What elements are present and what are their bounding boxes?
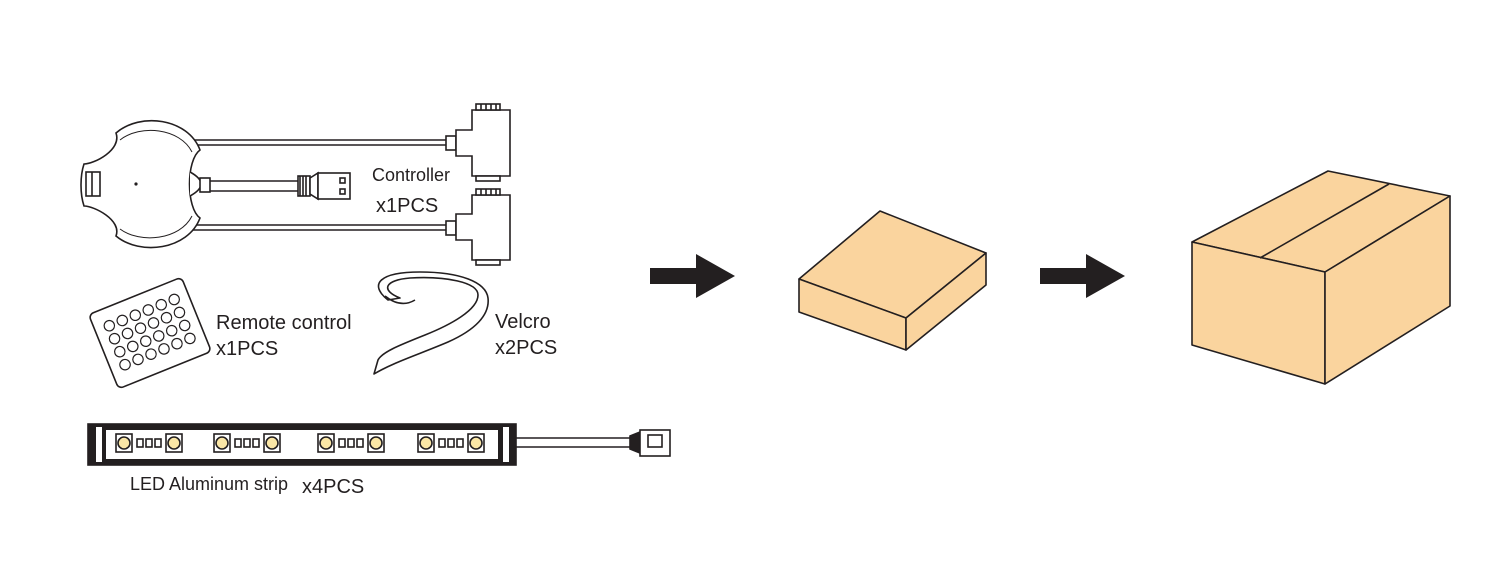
resistor: [438, 438, 446, 448]
shipping-carton-icon: [1191, 170, 1451, 385]
led-chip: [319, 436, 333, 450]
remote-button: [165, 324, 178, 337]
remote-button: [108, 332, 121, 345]
remote-button: [147, 317, 160, 329]
resistor: [356, 438, 364, 448]
remote-button: [134, 322, 147, 335]
remote-button: [142, 304, 155, 316]
resistor: [252, 438, 260, 448]
led-chip: [265, 436, 279, 450]
remote-button: [129, 309, 142, 322]
resistor: [243, 438, 251, 448]
remote-button: [103, 319, 116, 332]
remote-button: [184, 332, 196, 345]
resistor: [234, 438, 242, 448]
remote-button: [152, 330, 165, 342]
remote-button: [168, 293, 181, 306]
velcro-qty-label: x2PCS: [495, 337, 558, 359]
led-chip: [369, 436, 383, 450]
remote-button: [155, 298, 168, 311]
velcro-illustration: [373, 271, 489, 375]
remote-button: [173, 306, 186, 319]
strip-name-label: LED Aluminum strip: [130, 474, 289, 494]
remote-button: [132, 353, 144, 366]
remote-button: [121, 327, 134, 340]
remote-button: [178, 319, 191, 332]
remote-name-label: Remote control: [216, 312, 352, 334]
remote-control-illustration: [89, 277, 211, 389]
remote-button: [119, 358, 131, 371]
velcro-name-label: Velcro: [495, 311, 551, 333]
remote-button: [160, 311, 173, 324]
led-chip: [215, 436, 229, 450]
resistor: [447, 438, 455, 448]
remote-button: [116, 314, 129, 327]
resistor: [136, 438, 144, 448]
led-chip: [419, 436, 433, 450]
small-box-icon: [798, 210, 987, 351]
remote-qty-label: x1PCS: [216, 338, 279, 360]
led-chip: [469, 436, 483, 450]
right-arrow-icon: [650, 254, 735, 298]
right-arrow-icon: [1040, 254, 1125, 298]
remote-button: [113, 345, 126, 358]
resistor: [154, 438, 162, 448]
controller-qty-label: x1PCS: [376, 195, 439, 217]
resistor: [145, 438, 153, 448]
resistor: [338, 438, 346, 448]
strip-qty-label: x4PCS: [302, 476, 365, 498]
controller-name-label: Controller: [372, 165, 451, 185]
led-chip: [117, 436, 131, 450]
remote-button: [171, 337, 183, 350]
resistor: [347, 438, 355, 448]
remote-button: [145, 348, 157, 360]
resistor: [456, 438, 464, 448]
remote-button: [158, 343, 170, 355]
remote-button: [139, 335, 152, 347]
controller-illustration: [80, 103, 511, 266]
led-strip-illustration: [87, 423, 671, 466]
led-chip: [167, 436, 181, 450]
remote-button: [126, 340, 139, 353]
